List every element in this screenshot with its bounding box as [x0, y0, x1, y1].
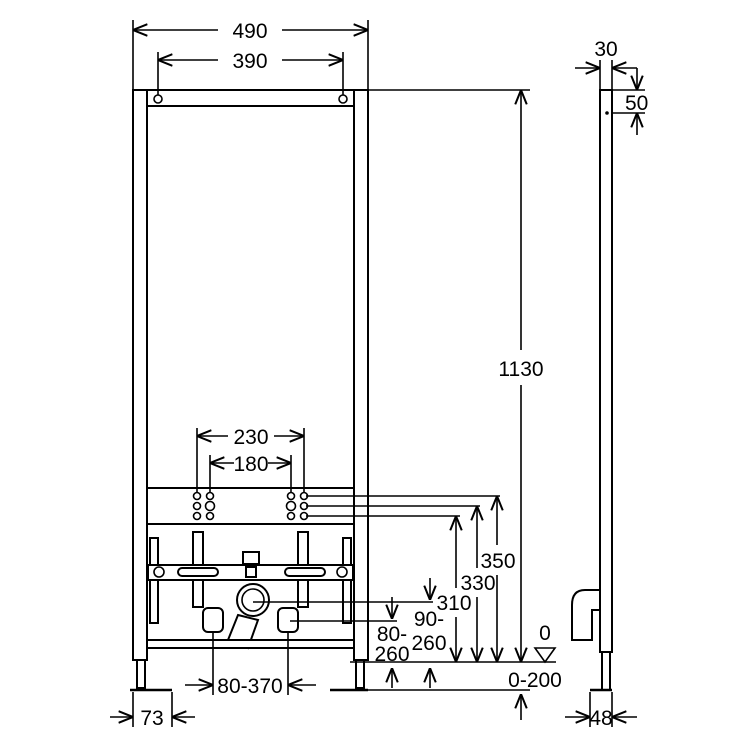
dim-drain-a-line1: 80-	[377, 623, 407, 646]
dim-frame-width: 490	[232, 20, 267, 43]
dim-height-310: 310	[436, 592, 471, 615]
dim-side-foot: 48	[589, 707, 612, 730]
dim-drain-b-line2: 260	[411, 632, 446, 655]
dim-height-350: 350	[480, 550, 515, 573]
side-view	[565, 60, 645, 727]
dim-supply-inner: 180	[233, 453, 268, 476]
front-frame	[130, 89, 369, 692]
dim-foot-width: 73	[140, 707, 163, 730]
dim-drain-a-line2: 260	[374, 643, 409, 666]
supply-holes	[192, 491, 309, 521]
dim-height-330: 330	[460, 572, 495, 595]
dim-side-depth: 30	[594, 38, 617, 61]
dim-drain-offset: 80-370	[217, 675, 282, 698]
dim-side-fix: 50	[625, 92, 648, 115]
front-dimensions	[110, 20, 557, 727]
dim-drain-b-line1: 90-	[414, 608, 444, 631]
dim-frame-height: 1130	[498, 358, 543, 381]
dim-leg-adjust: 0-200	[508, 669, 562, 692]
dim-fixing-spacing: 390	[232, 50, 267, 73]
dim-supply-outer: 230	[233, 426, 268, 449]
dim-floor-zero: 0	[539, 622, 551, 645]
